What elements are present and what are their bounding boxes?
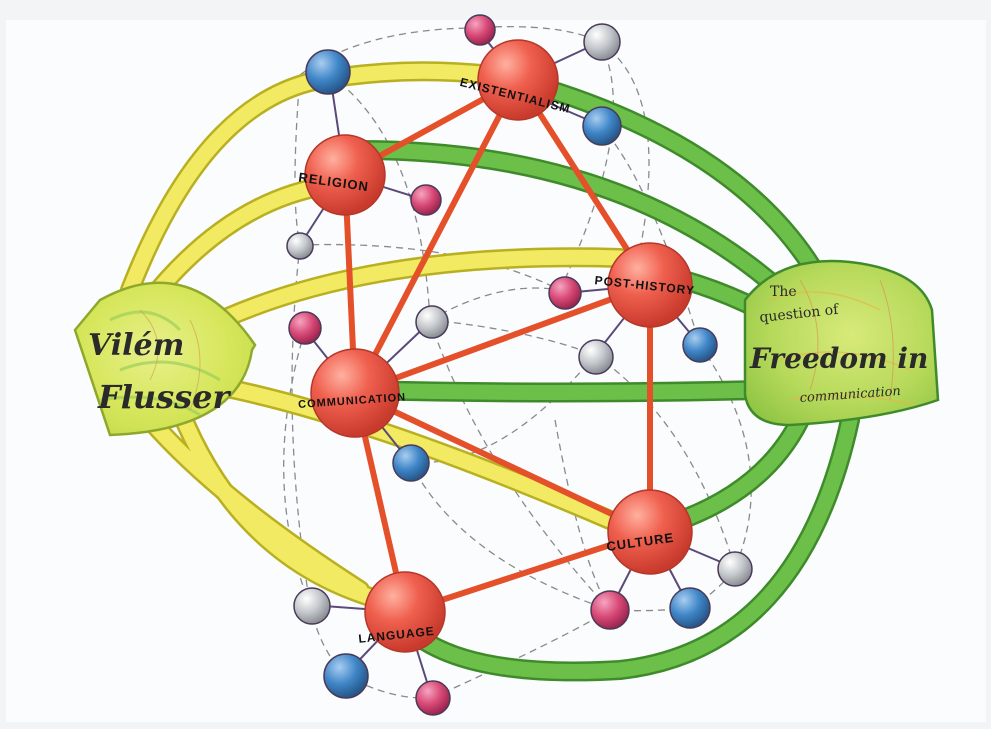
satellite-pink-node xyxy=(464,14,496,46)
satellite-pink-node xyxy=(288,311,322,345)
node-communication xyxy=(310,348,400,438)
node-existentialism xyxy=(477,39,559,121)
satellite-pink-node xyxy=(410,184,442,216)
right-hub-line4: communication xyxy=(799,384,901,406)
satellite-gray-node xyxy=(578,339,614,375)
satellite-blue-node xyxy=(323,653,369,699)
right-hub-line1: The xyxy=(770,284,797,300)
satellite-pink-node xyxy=(548,276,582,310)
satellite-blue-node xyxy=(392,444,430,482)
node-religion xyxy=(304,134,386,216)
satellite-nodes xyxy=(286,14,753,716)
left-hub-line1: Vilém xyxy=(88,328,184,363)
satellite-gray-node xyxy=(415,305,449,339)
node-post-history xyxy=(607,242,693,328)
left-hub-line2: Flusser xyxy=(97,378,232,416)
satellite-pink-node xyxy=(590,590,630,630)
satellite-gray-node xyxy=(286,232,314,260)
satellite-blue-node xyxy=(682,327,718,363)
satellite-gray-node xyxy=(717,551,753,587)
satellite-blue-node xyxy=(669,587,711,629)
right-hub: The question of Freedom in communication xyxy=(743,259,940,427)
right-hub-line3: Freedom in xyxy=(749,342,928,375)
node-culture xyxy=(607,489,693,575)
satellite-gray-node xyxy=(293,587,331,625)
satellite-blue-node xyxy=(582,106,622,146)
left-hub: Vilém Flusser xyxy=(73,281,257,437)
main-nodes xyxy=(304,39,693,653)
satellite-gray-node xyxy=(583,23,621,61)
satellite-blue-node xyxy=(305,49,351,95)
satellite-pink-node xyxy=(415,680,451,716)
node-language xyxy=(364,571,446,653)
